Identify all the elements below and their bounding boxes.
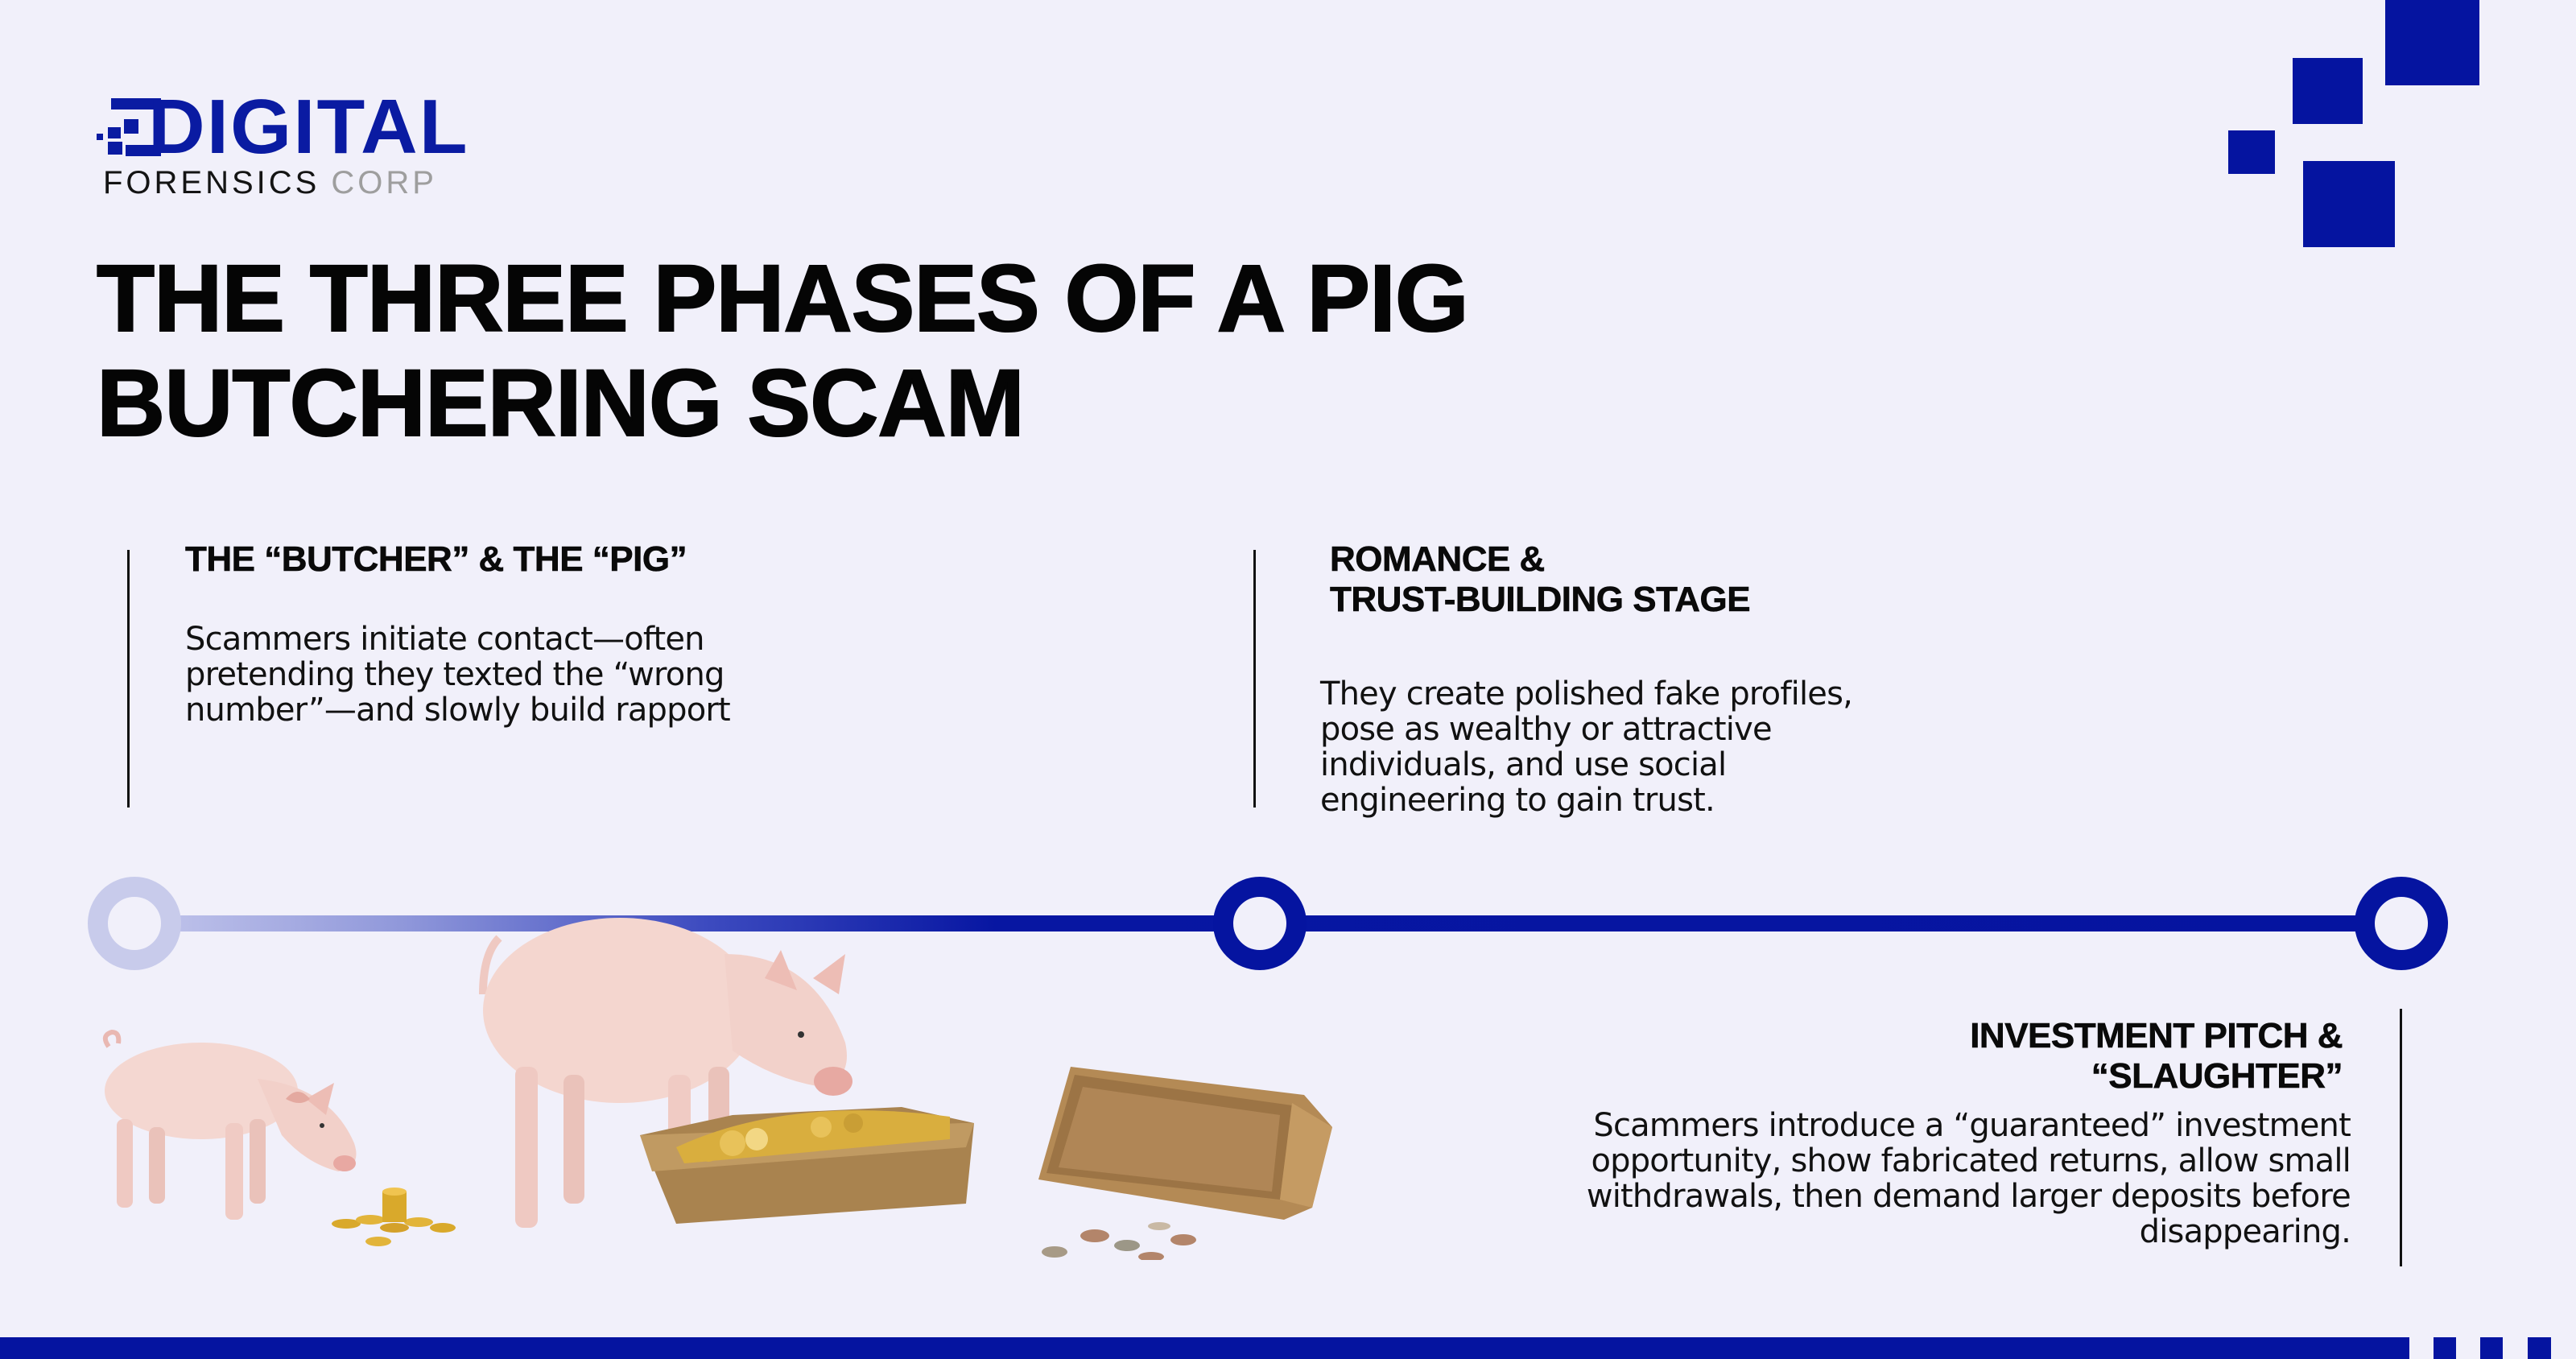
trough-full-of-coins-icon — [640, 1107, 974, 1224]
deco-square-small — [2228, 130, 2275, 174]
piglet-with-coins-illustration — [102, 1029, 456, 1246]
phase-2-divider — [1253, 550, 1256, 808]
phase-1-divider — [127, 550, 130, 808]
title-line-2: BUTCHERING SCAM — [96, 350, 1026, 456]
logo-forensics: FORENSICS — [103, 165, 320, 200]
phase-3-divider — [2400, 1009, 2402, 1266]
footer-bar — [0, 1337, 2409, 1359]
scattered-coins-icon — [1042, 1222, 1196, 1260]
grown-pig-with-full-trough-illustration — [479, 918, 974, 1228]
empty-trough-icon — [1038, 1067, 1332, 1220]
logo-subtitle: FORENSICS CORP — [103, 167, 437, 199]
pig-icon — [479, 918, 852, 1228]
footer-block-1 — [2434, 1337, 2456, 1359]
empty-tipped-trough-illustration — [1038, 1067, 1332, 1260]
deco-square-mid — [2293, 58, 2363, 124]
phase-2-heading: ROMANCE & TRUST-BUILDING STAGE — [1330, 539, 1751, 620]
deco-square-lower — [2303, 161, 2395, 247]
logo-corp: CORP — [331, 165, 437, 200]
footer-block-3 — [2528, 1337, 2551, 1359]
page-title: THE THREE PHASES OF A PIG BUTCHERING SCA… — [96, 246, 1868, 456]
phase-3-body: Scammers introduce a “guaranteed” invest… — [1586, 1107, 2351, 1250]
footer-block-2 — [2480, 1337, 2503, 1359]
phase-2-body: They create polished fake profiles, pose… — [1320, 675, 1853, 819]
timeline-node-3 — [2355, 877, 2448, 970]
piglet-icon — [102, 1029, 357, 1220]
logo-wordmark: DIGITAL — [148, 84, 469, 170]
timeline-node-1 — [88, 877, 181, 970]
brand-logo: DIGITAL FORENSICS CORP — [97, 84, 499, 203]
phase-3-heading: INVESTMENT PITCH & “SLAUGHTER” — [1970, 1016, 2343, 1097]
title-line-1: THE THREE PHASES OF A PIG — [96, 246, 1470, 352]
deco-square-large — [2385, 0, 2479, 85]
logo-pixel-d-icon — [97, 98, 161, 156]
gold-coins-small-pile-icon — [332, 1188, 456, 1246]
phase-1-heading: THE “BUTCHER” & THE “PIG” — [185, 539, 687, 580]
timeline-node-2 — [1213, 877, 1307, 970]
phase-1-body: Scammers initiate contact—often pretendi… — [185, 621, 731, 729]
